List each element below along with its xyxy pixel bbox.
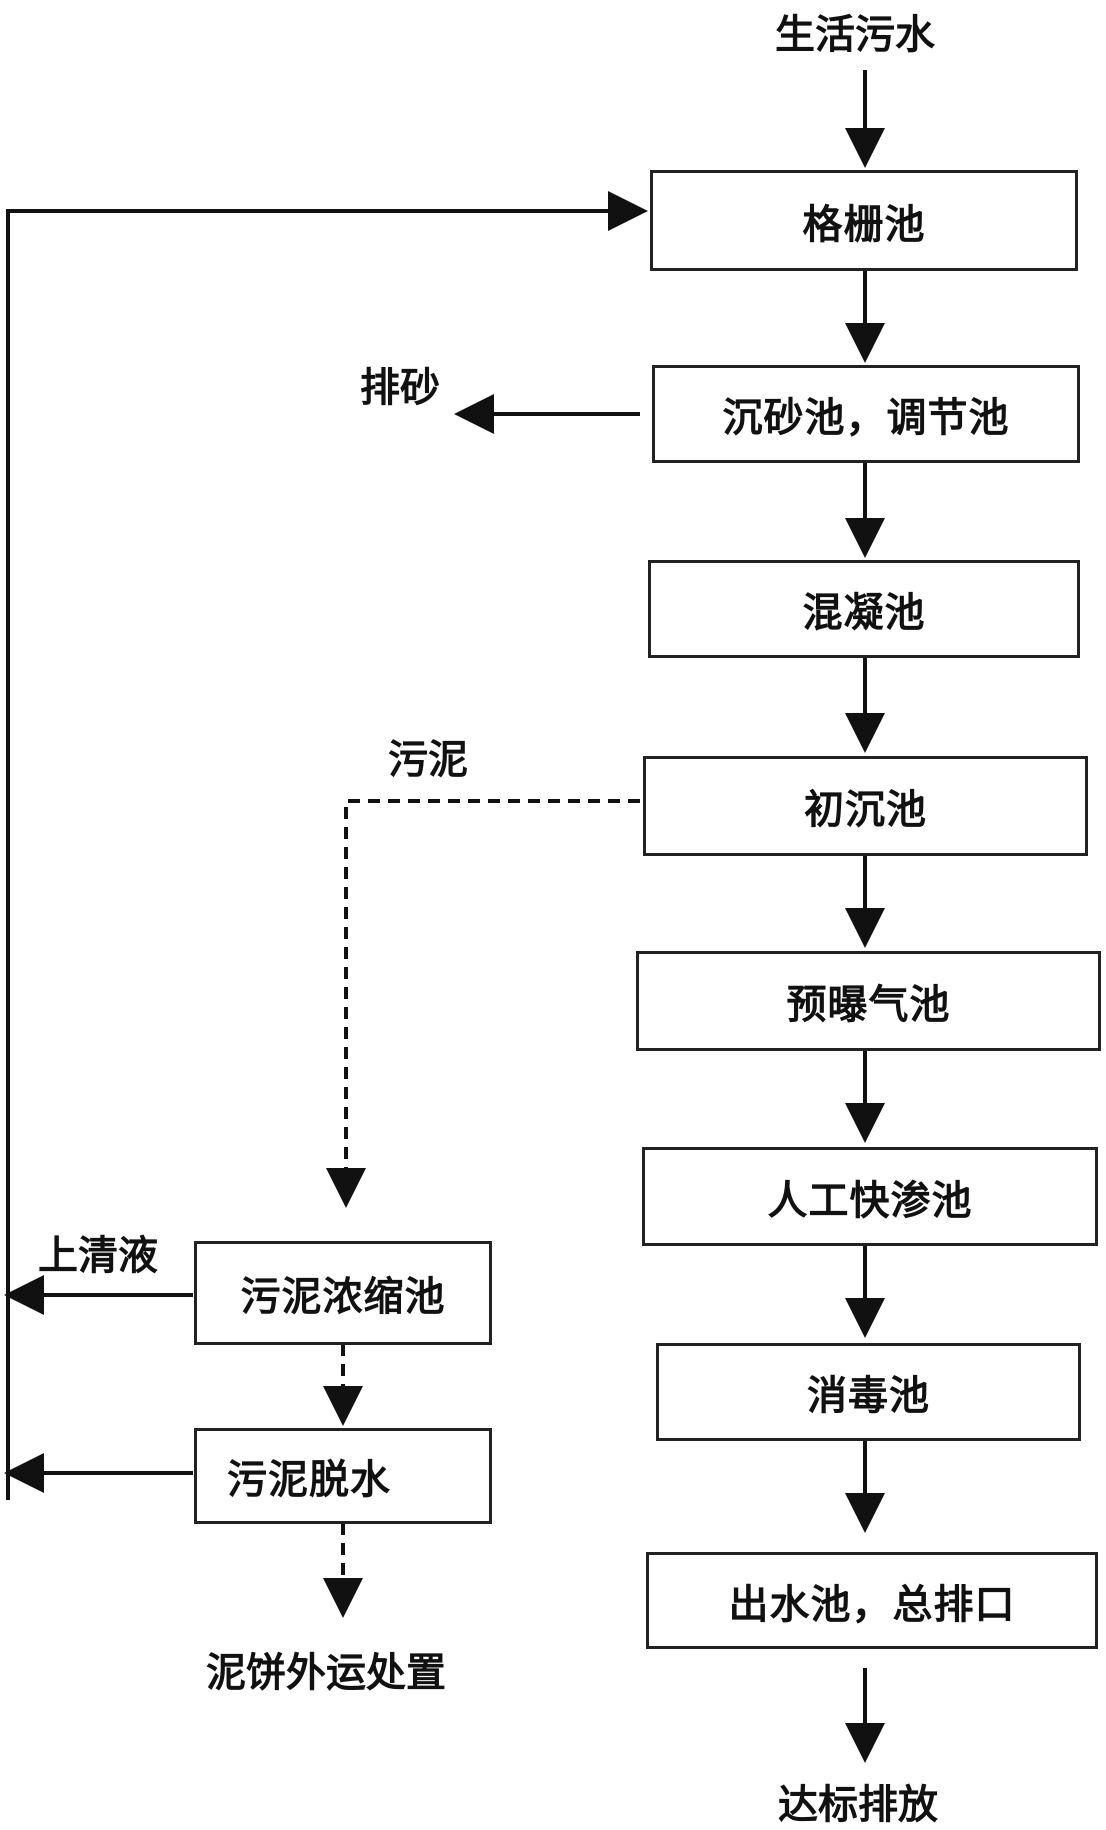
coagulation-tank-box: 混凝池 xyxy=(648,560,1080,658)
sludge-flow-line xyxy=(326,799,640,1208)
screen-tank-box: 格栅池 xyxy=(650,170,1078,271)
sludge-cake-label: 泥饼外运处置 xyxy=(206,1650,446,1696)
sludge-thickener-box: 污泥浓缩池 xyxy=(194,1241,492,1345)
return-line xyxy=(6,191,648,1500)
output-label: 达标排放 xyxy=(778,1782,938,1828)
effluent-outlet-box: 出水池，总排口 xyxy=(646,1552,1098,1649)
sand-discharge-label: 排砂 xyxy=(360,365,440,411)
supernatant-label: 上清液 xyxy=(38,1233,158,1279)
pre-aeration-tank-box: 预曝气池 xyxy=(636,951,1101,1051)
sludge-dewatering-box: 污泥脱水 xyxy=(194,1428,492,1524)
grit-regulating-tank-box: 沉砂池，调节池 xyxy=(652,365,1080,463)
disinfection-tank-box: 消毒池 xyxy=(656,1343,1081,1441)
input-label: 生活污水 xyxy=(775,12,935,58)
sludge-label: 污泥 xyxy=(388,737,468,783)
primary-settling-tank-box: 初沉池 xyxy=(643,756,1088,856)
rapid-infiltration-tank-box: 人工快渗池 xyxy=(642,1147,1098,1246)
